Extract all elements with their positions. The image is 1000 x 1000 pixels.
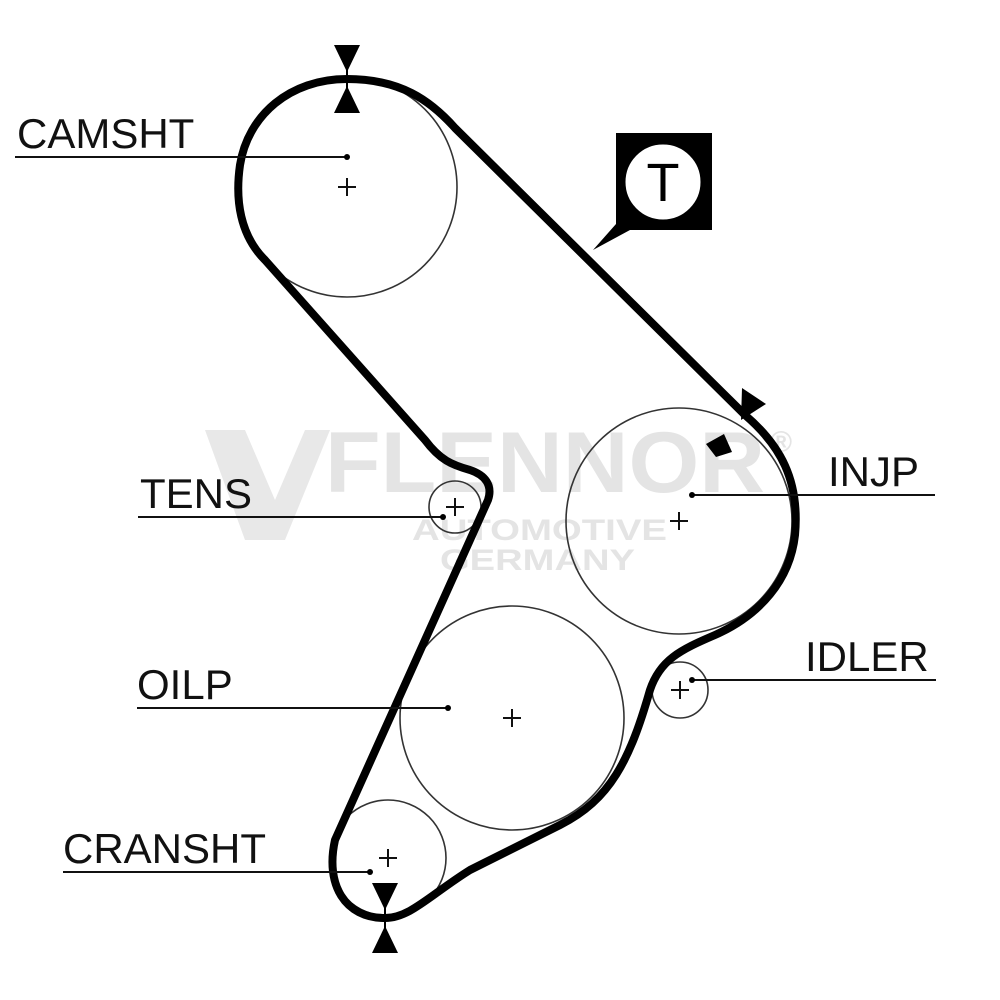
flennor-logo-mark [205,430,330,540]
watermark-line1: AUTOMOTIVE [412,514,667,547]
watermark-brand: FLENNOR [325,415,765,511]
tensioner-badge-letter: T [647,153,680,213]
injp-mark-notch [706,434,732,457]
label-tens: TENS [140,470,252,517]
badge-circle [622,141,704,223]
label-camsht: CAMSHT [17,110,194,157]
tensioner-callout-badge: T [593,133,712,250]
crankshaft-timing-mark [372,883,398,953]
watermark-line2: GERMANY [440,544,635,577]
oil-pump-pulley [399,605,625,831]
idler-pulley [651,661,709,719]
injp-mark-arrow [741,388,766,420]
injection-pump-timing-mark [706,388,766,457]
camshaft-timing-mark [334,45,360,113]
leader-lines [15,154,936,875]
label-injp: INJP [828,448,919,495]
label-oilp: OILP [137,661,233,708]
label-cransht: CRANSHT [63,825,266,872]
label-idler: IDLER [805,633,929,680]
